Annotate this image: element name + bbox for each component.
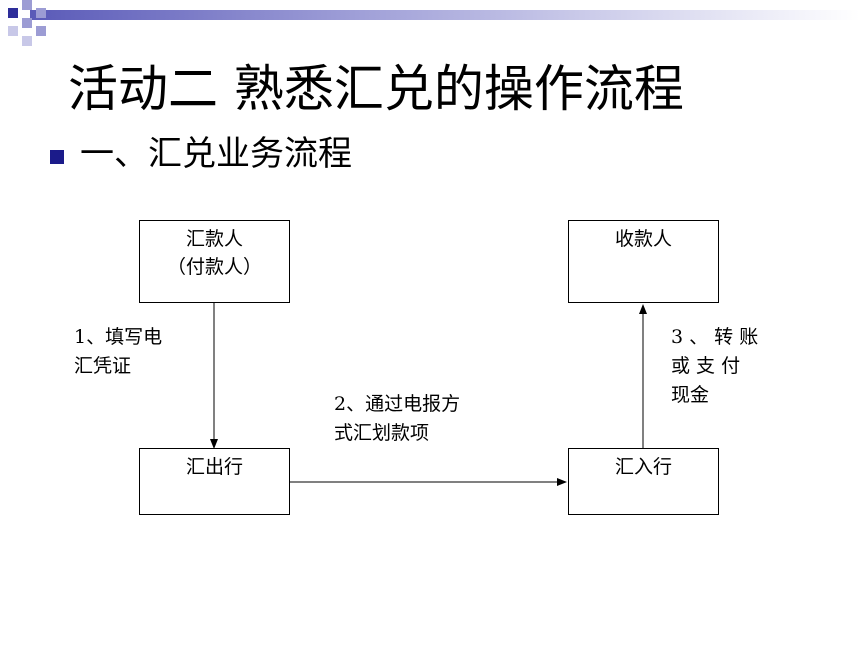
payee-box: 收款人 — [568, 220, 719, 303]
header-square — [22, 0, 32, 10]
step1-line2: 汇凭证 — [74, 355, 132, 377]
remitter-sublabel: （付款人） — [166, 256, 262, 278]
receiving-bank-label: 汇入行 — [614, 456, 672, 478]
remitting-bank-label: 汇出行 — [185, 456, 243, 478]
header-square — [36, 8, 46, 18]
payee-label: 收款人 — [614, 228, 672, 250]
remitting-bank-box: 汇出行 — [139, 448, 290, 515]
step2-line2: 式汇划款项 — [334, 422, 430, 444]
step1-line1: 1、填写电 — [74, 326, 163, 348]
step2-label: 2、通过电报方 式汇划款项 — [334, 390, 460, 448]
header-square — [8, 8, 18, 18]
remitter-box: 汇款人 （付款人） — [139, 220, 290, 303]
step3-line2: 或 支 付 — [671, 355, 741, 377]
receiving-bank-box: 汇入行 — [568, 448, 719, 515]
bullet-icon — [50, 150, 64, 164]
step2-line1: 2、通过电报方 — [334, 393, 461, 415]
step3-label: 3 、 转 账 或 支 付 现金 — [671, 323, 758, 410]
header-square — [8, 26, 18, 36]
step3-line3: 现金 — [671, 384, 710, 406]
header-square — [22, 36, 32, 46]
header-decoration — [0, 0, 860, 48]
slide-subtitle: 一、汇兑业务流程 — [80, 134, 352, 174]
slide-title: 活动二 熟悉汇兑的操作流程 — [68, 60, 684, 118]
remitter-label: 汇款人 — [185, 228, 243, 250]
header-square — [36, 26, 46, 36]
header-square — [22, 18, 32, 28]
step1-label: 1、填写电 汇凭证 — [74, 323, 162, 381]
step3-line1: 3 、 转 账 — [671, 326, 759, 348]
header-gradient-bar — [30, 10, 860, 20]
